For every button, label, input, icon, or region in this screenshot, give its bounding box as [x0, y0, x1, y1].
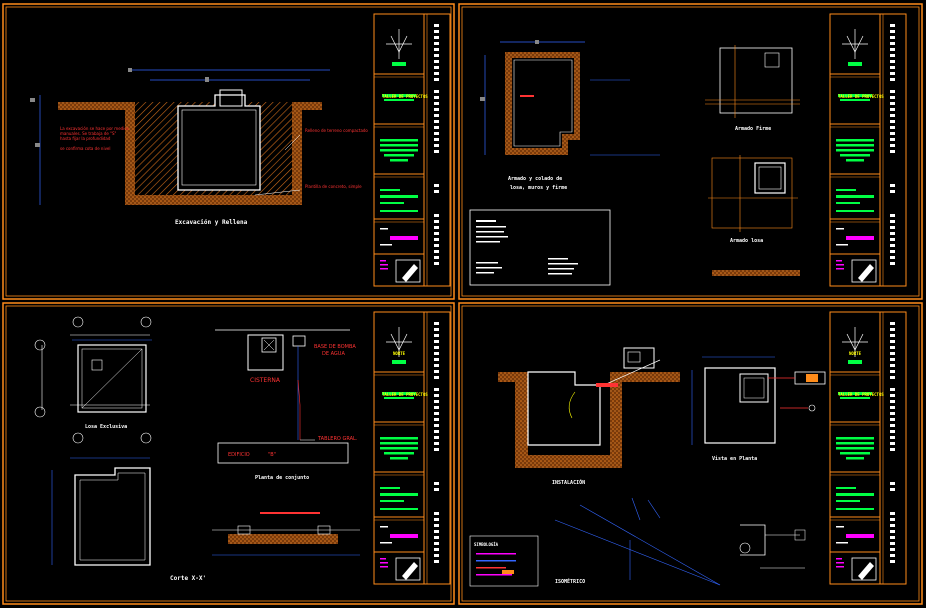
norte-label-3: NORTE — [393, 351, 406, 356]
title-isometric: ISOMÉTRICO — [555, 577, 585, 585]
title-reinforcement-2: losa, muros y firme — [510, 185, 567, 191]
norte-label-4: NORTE — [849, 351, 862, 356]
subject-label-1: TALLER DE PROYECTOS — [382, 94, 428, 99]
sheet-frames — [2, 3, 923, 605]
title-section: Corte X-X' — [170, 575, 206, 582]
sheet-1-excavation: La excavación se hace por medios manuale… — [30, 68, 368, 226]
svg-text:manuales. Se trabaja de "S": manuales. Se trabaja de "S" — [60, 131, 116, 136]
label-edificio-letter: "B" — [268, 452, 276, 458]
sheet-2-reinforcement: Armado y colado de losa, muros y firme A… — [469, 40, 800, 286]
label-bomba-1: BASE DE BOMBA — [314, 344, 356, 350]
note-fill: Relleno de terreno compactado — [305, 128, 368, 133]
title-block-1 — [373, 13, 451, 287]
title-armado-losa: Armado losa — [730, 238, 763, 244]
svg-text:La excavación se hace por medi: La excavación se hace por medios — [60, 126, 129, 131]
title-reinforcement-1: Armado y colado de — [508, 176, 562, 182]
title-excavation: Excavación y Rellena — [175, 219, 248, 226]
subject-label-3: TALLER DE PROYECTOS — [382, 392, 428, 397]
title-legend: SIMBOLOGÍA — [474, 542, 499, 547]
label-tablero: TABLERO GRAL. — [317, 436, 358, 442]
title-block-3 — [373, 311, 451, 585]
svg-text:hasta fijar la profundidad: hasta fijar la profundidad — [60, 136, 111, 141]
title-block-2 — [829, 13, 907, 287]
subject-label-4: TALLER DE PROYECTOS — [838, 392, 884, 397]
title-block-4 — [829, 311, 907, 585]
title-plan-losa: Losa Exclusiva — [85, 424, 127, 430]
note-base: Plantilla de concreto, simple — [305, 184, 362, 189]
title-vista-planta: Vista en Planta — [712, 456, 757, 462]
subject-label-2: TALLER DE PROYECTOS — [838, 94, 884, 99]
title-installation: INSTALACIÓN — [552, 479, 585, 486]
title-armado-firme: Armado Firme — [735, 126, 771, 132]
title-block-labels: NORTE NORTE TALLER DE PROYECTOS TALLER D… — [382, 94, 884, 397]
label-edificio: EDIFICIO — [228, 452, 250, 458]
note-level: se confirma cota de nivel — [60, 146, 111, 151]
label-cisterna: CISTERNA — [250, 377, 281, 384]
sheet-4-installation: INSTALACIÓN Vista en Planta ISOMÉTRICO S… — [469, 347, 826, 587]
title-site-plan: Planta de conjunto — [255, 474, 309, 481]
label-bomba-2: DE AGUA — [322, 351, 345, 357]
sheet-3-plan: Losa Exclusiva Corte X-X' CISTERNA BASE … — [34, 316, 360, 582]
